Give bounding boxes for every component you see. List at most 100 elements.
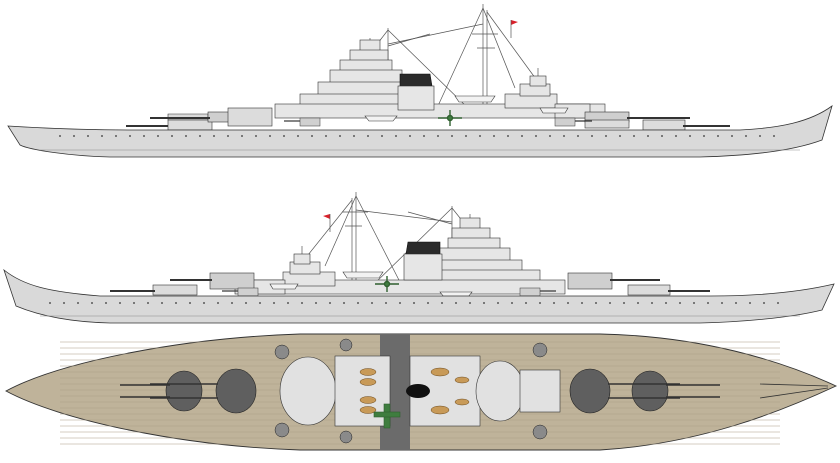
porthole	[777, 302, 779, 304]
porthole	[773, 135, 775, 137]
porthole	[553, 302, 555, 304]
porthole	[731, 135, 733, 137]
porthole	[763, 302, 765, 304]
porthole	[689, 135, 691, 137]
porthole	[133, 302, 135, 304]
porthole	[409, 135, 411, 137]
main-turret-icon	[165, 368, 669, 414]
porthole	[479, 135, 481, 137]
porthole	[129, 135, 131, 137]
porthole	[241, 135, 243, 137]
porthole	[675, 135, 677, 137]
porthole	[665, 302, 667, 304]
ensign-flag-icon	[323, 214, 330, 219]
aircraft-icon	[375, 276, 399, 292]
porthole	[73, 135, 75, 137]
porthole	[87, 135, 89, 137]
porthole	[339, 135, 341, 137]
porthole	[465, 135, 467, 137]
porthole	[59, 135, 61, 137]
porthole	[217, 302, 219, 304]
porthole	[101, 135, 103, 137]
porthole	[381, 135, 383, 137]
porthole	[679, 302, 681, 304]
porthole	[717, 135, 719, 137]
porthole	[147, 302, 149, 304]
porthole	[525, 302, 527, 304]
bridge-tower	[234, 217, 566, 295]
porthole	[707, 302, 709, 304]
porthole	[199, 135, 201, 137]
ensign-flag-icon	[511, 20, 518, 25]
porthole	[77, 302, 79, 304]
porthole	[413, 302, 415, 304]
porthole	[203, 302, 205, 304]
porthole	[469, 302, 471, 304]
porthole	[399, 302, 401, 304]
porthole	[581, 302, 583, 304]
porthole	[549, 135, 551, 137]
turret-barrels	[120, 383, 720, 399]
porthole	[259, 302, 261, 304]
porthole	[735, 302, 737, 304]
porthole	[661, 135, 663, 137]
porthole-row	[59, 135, 775, 137]
aft-superstructure	[504, 75, 591, 119]
porthole	[693, 302, 695, 304]
funnel	[405, 241, 441, 255]
porthole	[175, 302, 177, 304]
porthole	[115, 135, 117, 137]
porthole	[105, 302, 107, 304]
main-turret-icon	[110, 272, 710, 296]
porthole	[255, 135, 257, 137]
porthole	[605, 135, 607, 137]
porthole	[301, 302, 303, 304]
secondary-turret-icon	[222, 287, 556, 297]
porthole	[283, 135, 285, 137]
porthole	[563, 135, 565, 137]
porthole	[535, 135, 537, 137]
ships-boat-icon	[359, 367, 470, 415]
porthole	[521, 135, 523, 137]
porthole	[157, 135, 159, 137]
funnel	[399, 73, 433, 87]
porthole	[427, 302, 429, 304]
porthole	[567, 302, 569, 304]
porthole	[245, 302, 247, 304]
anchor-chain	[759, 383, 829, 399]
porthole	[539, 302, 541, 304]
porthole	[171, 135, 173, 137]
porthole	[325, 135, 327, 137]
main-turret-icon	[126, 107, 730, 131]
porthole	[49, 302, 51, 304]
porthole	[143, 135, 145, 137]
porthole	[63, 302, 65, 304]
porthole	[297, 135, 299, 137]
porthole	[633, 135, 635, 137]
porthole	[315, 302, 317, 304]
porthole	[385, 302, 387, 304]
porthole	[595, 302, 597, 304]
porthole	[637, 302, 639, 304]
porthole	[651, 302, 653, 304]
porthole	[231, 302, 233, 304]
secondary-turret-icon	[274, 338, 548, 444]
porthole	[329, 302, 331, 304]
porthole	[577, 135, 579, 137]
porthole	[423, 135, 425, 137]
porthole	[441, 302, 443, 304]
porthole-row	[49, 302, 779, 304]
porthole	[749, 302, 751, 304]
porthole	[483, 302, 485, 304]
porthole	[227, 135, 229, 137]
porthole	[623, 302, 625, 304]
funnel	[406, 384, 430, 398]
secondary-turret-icon	[284, 117, 592, 127]
porthole	[647, 135, 649, 137]
porthole	[455, 302, 457, 304]
porthole	[357, 302, 359, 304]
hull	[7, 104, 833, 158]
aircraft-icon	[373, 403, 401, 429]
